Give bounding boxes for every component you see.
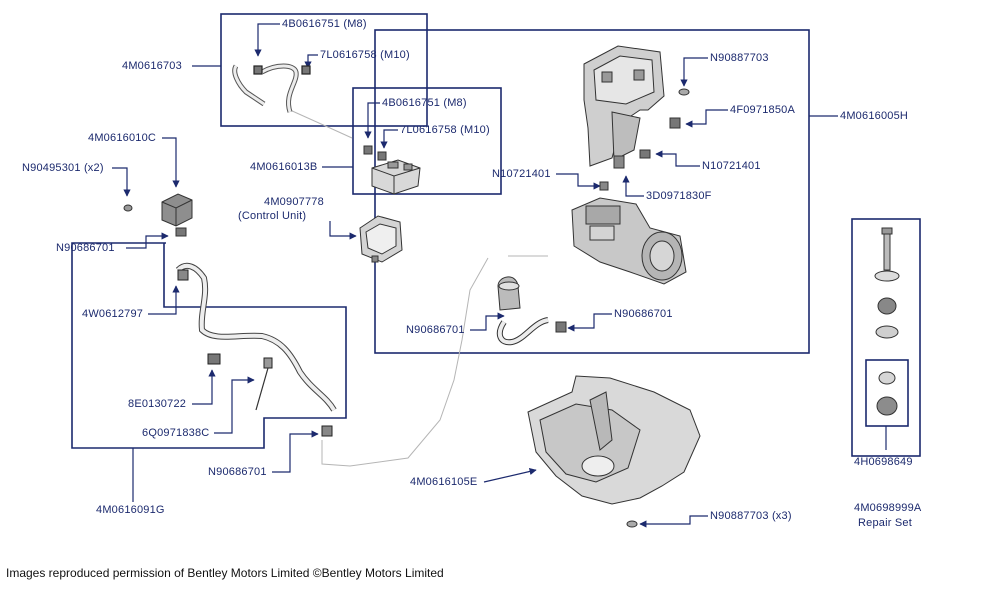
assembly-connectors <box>289 109 548 467</box>
label-7L0616758-mid[interactable]: 7L0616758 (M10) <box>400 124 490 136</box>
label-repair-set: Repair Set <box>858 517 912 529</box>
label-4M0616091G[interactable]: 4M0616091G <box>96 504 165 516</box>
label-4M0616010C[interactable]: 4M0616010C <box>88 132 157 144</box>
cover-tray <box>527 375 701 528</box>
label-6Q0971838C[interactable]: 6Q0971838C <box>142 427 210 439</box>
valve-block <box>363 145 421 195</box>
label-N90495301[interactable]: N90495301 (x2) <box>22 162 104 174</box>
control-unit-part <box>359 215 403 263</box>
label-4F0971850A[interactable]: 4F0971850A <box>730 104 795 116</box>
label-4B0616751-mid[interactable]: 4B0616751 (M8) <box>382 97 467 109</box>
box-4M0616013B <box>352 87 502 195</box>
copyright-credit: Images reproduced permission of Bentley … <box>6 566 444 580</box>
label-4M0698999A[interactable]: 4M0698999A <box>854 502 922 514</box>
label-4H0698649[interactable]: 4H0698649 <box>854 456 913 468</box>
label-N10721401-right[interactable]: N10721401 <box>702 160 761 172</box>
label-4M0616013B[interactable]: 4M0616013B <box>250 161 318 173</box>
label-N10721401-left[interactable]: N10721401 <box>492 168 551 180</box>
label-4M0616005H[interactable]: 4M0616005H <box>840 110 909 122</box>
label-8E0130722[interactable]: 8E0130722 <box>128 398 187 410</box>
label-N90686701-left[interactable]: N90686701 <box>56 242 115 254</box>
label-control-unit: (Control Unit) <box>238 210 307 222</box>
label-4M0907778[interactable]: 4M0907778 <box>264 196 324 208</box>
box-4M0616005H <box>374 29 810 354</box>
label-N90686701-mid-left[interactable]: N90686701 <box>406 324 465 336</box>
box-4M0616703 <box>220 13 428 127</box>
label-7L0616758-top[interactable]: 7L0616758 (M10) <box>320 49 410 61</box>
label-4B0616751-top[interactable]: 4B0616751 (M8) <box>282 18 367 30</box>
box-4M0698999A <box>851 218 921 457</box>
label-4M0616703[interactable]: 4M0616703 <box>122 60 182 72</box>
box-4M0616091G <box>71 242 347 449</box>
label-N90887703-x3[interactable]: N90887703 (x3) <box>710 510 792 522</box>
label-3D0971830F[interactable]: 3D0971830F <box>646 190 712 202</box>
bracket-part <box>123 193 193 237</box>
compressor-assembly <box>496 45 690 346</box>
hose-4M0616703 <box>232 63 311 113</box>
label-N90686701-bottom[interactable]: N90686701 <box>208 466 267 478</box>
box-4H0698649 <box>865 359 909 427</box>
label-N90686701-mid-right[interactable]: N90686701 <box>614 308 673 320</box>
repair-set-parts <box>874 227 900 416</box>
label-N90887703-top[interactable]: N90887703 <box>710 52 769 64</box>
label-4W0612797[interactable]: 4W0612797 <box>82 308 144 320</box>
label-4M0616105E[interactable]: 4M0616105E <box>410 476 478 488</box>
leader-lines <box>112 23 887 528</box>
pipe-4M0616091G <box>175 262 337 437</box>
callout-boxes <box>71 13 921 457</box>
